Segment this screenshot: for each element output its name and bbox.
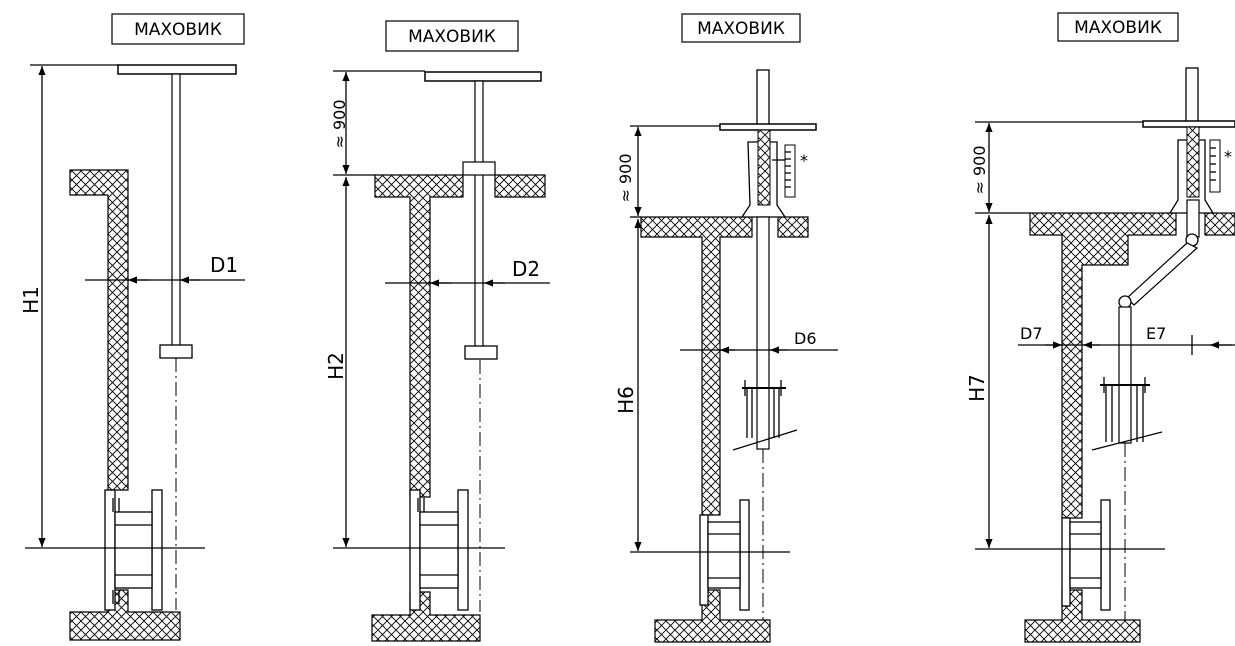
wall-section	[1029, 212, 1177, 519]
height-label: H6	[614, 386, 638, 414]
wall-section	[374, 174, 464, 498]
threaded-spindle	[1186, 126, 1200, 198]
lower-rod	[1118, 306, 1132, 444]
floor-section	[69, 589, 181, 641]
handwheel-label-box: МАХОВИК	[385, 20, 519, 52]
extension-rod	[474, 80, 484, 349]
handwheel	[1142, 120, 1235, 128]
threaded-spindle	[757, 129, 771, 206]
panel-3: МАХОВИК *	[614, 13, 838, 643]
spindle	[1185, 67, 1199, 124]
rod-support	[732, 380, 798, 451]
position-indicator	[784, 144, 796, 198]
height-label: H2	[324, 352, 348, 380]
valve	[409, 489, 469, 611]
diameter-label: D2	[512, 257, 540, 281]
height-label: H1	[19, 286, 43, 314]
coupling	[159, 344, 193, 359]
ceiling-section	[1204, 212, 1235, 236]
floor-section	[1024, 589, 1141, 643]
position-indicator	[1209, 139, 1221, 193]
floor-guide	[462, 161, 496, 176]
handwheel-label-box: МАХОВИК	[1057, 12, 1179, 42]
universal-joint	[1118, 295, 1132, 309]
panel-4: МАХОВИК *	[965, 12, 1235, 643]
floor-section	[371, 591, 481, 642]
panel-1: МАХОВИК H1 D1	[19, 13, 245, 641]
valve	[1061, 499, 1111, 611]
handwheel	[117, 64, 237, 75]
valve	[104, 489, 163, 611]
indicator-mark: *	[1224, 147, 1232, 166]
handwheel-label: МАХОВИК	[697, 19, 785, 39]
approx-label: ≈ 900	[970, 145, 989, 194]
handwheel-label-box: МАХОВИК	[111, 13, 245, 45]
ceiling-section	[494, 174, 546, 198]
wall-section	[640, 216, 753, 516]
diameter-label: D1	[210, 253, 238, 277]
approx-label: ≈ 900	[330, 99, 349, 148]
diameter-label: D7	[1020, 324, 1043, 343]
handwheel-label-box: МАХОВИК	[681, 13, 801, 43]
coupling	[464, 345, 498, 360]
approx-label: ≈ 900	[616, 153, 635, 202]
offset-label: E7	[1146, 324, 1166, 343]
wall-section	[69, 169, 129, 491]
handwheel	[719, 123, 817, 131]
height-label: H7	[965, 374, 989, 402]
floor-section	[654, 589, 771, 643]
handwheel-label: МАХОВИК	[134, 20, 222, 40]
handwheel-label: МАХОВИК	[1074, 18, 1162, 38]
handwheel-label: МАХОВИК	[408, 27, 496, 47]
indicator-mark: *	[800, 151, 808, 170]
spindle	[756, 69, 770, 126]
upper-rod	[1186, 199, 1200, 238]
handwheel	[424, 71, 542, 82]
panel-2: МАХОВИК ≈ 900 H2	[324, 20, 550, 642]
rod-support	[1091, 377, 1163, 451]
angled-rod	[1126, 242, 1199, 306]
diameter-label: D6	[794, 329, 817, 348]
ceiling-section	[777, 216, 809, 238]
extension-rod	[756, 216, 770, 450]
valve	[699, 499, 750, 611]
extension-rod	[171, 73, 181, 347]
